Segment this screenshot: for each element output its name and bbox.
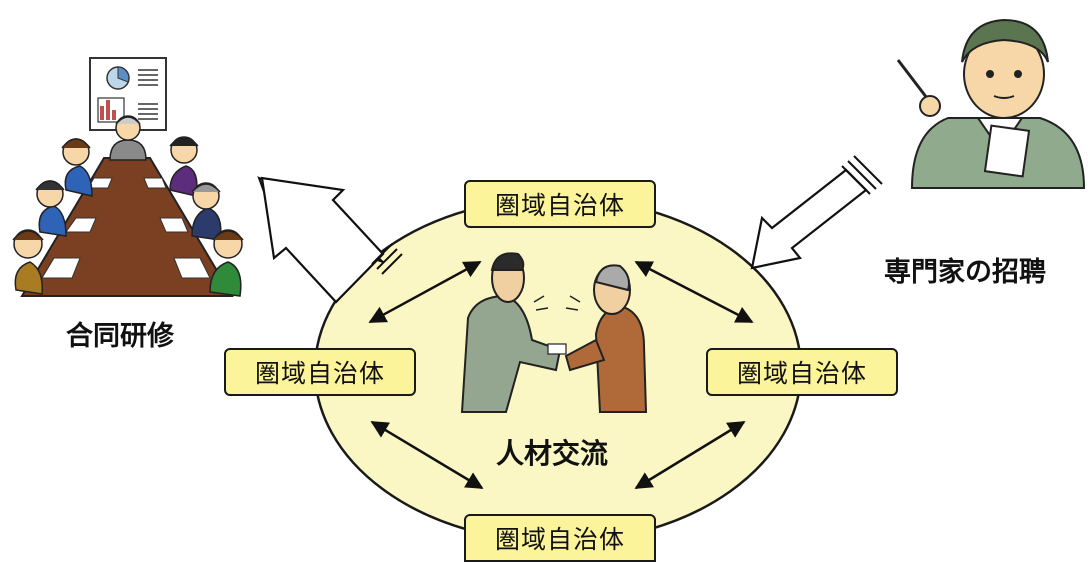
- lecturer-illustration: [896, 18, 1086, 189]
- box-municipality-top: 圏域自治体: [464, 180, 656, 228]
- label-expert-invitation: 専門家の招聘: [884, 257, 1046, 288]
- business-card-exchange-illustration: [460, 252, 648, 413]
- arrow-top-right: [634, 260, 754, 324]
- incoming-arrow: [750, 155, 883, 270]
- meeting-illustration: [12, 57, 244, 297]
- box-municipality-right: 圏域自治体: [706, 348, 898, 396]
- label-personnel-exchange: 人材交流: [496, 437, 609, 470]
- label-joint-training: 合同研修: [66, 321, 174, 352]
- arrow-bottom-left: [370, 420, 484, 490]
- arrow-top-left: [368, 260, 482, 324]
- box-municipality-bottom: 圏域自治体: [464, 514, 656, 562]
- outgoing-arrow: [257, 176, 403, 304]
- box-municipality-left: 圏域自治体: [224, 348, 416, 396]
- exchange-arrows: [368, 260, 754, 490]
- arrow-bottom-right: [634, 420, 746, 490]
